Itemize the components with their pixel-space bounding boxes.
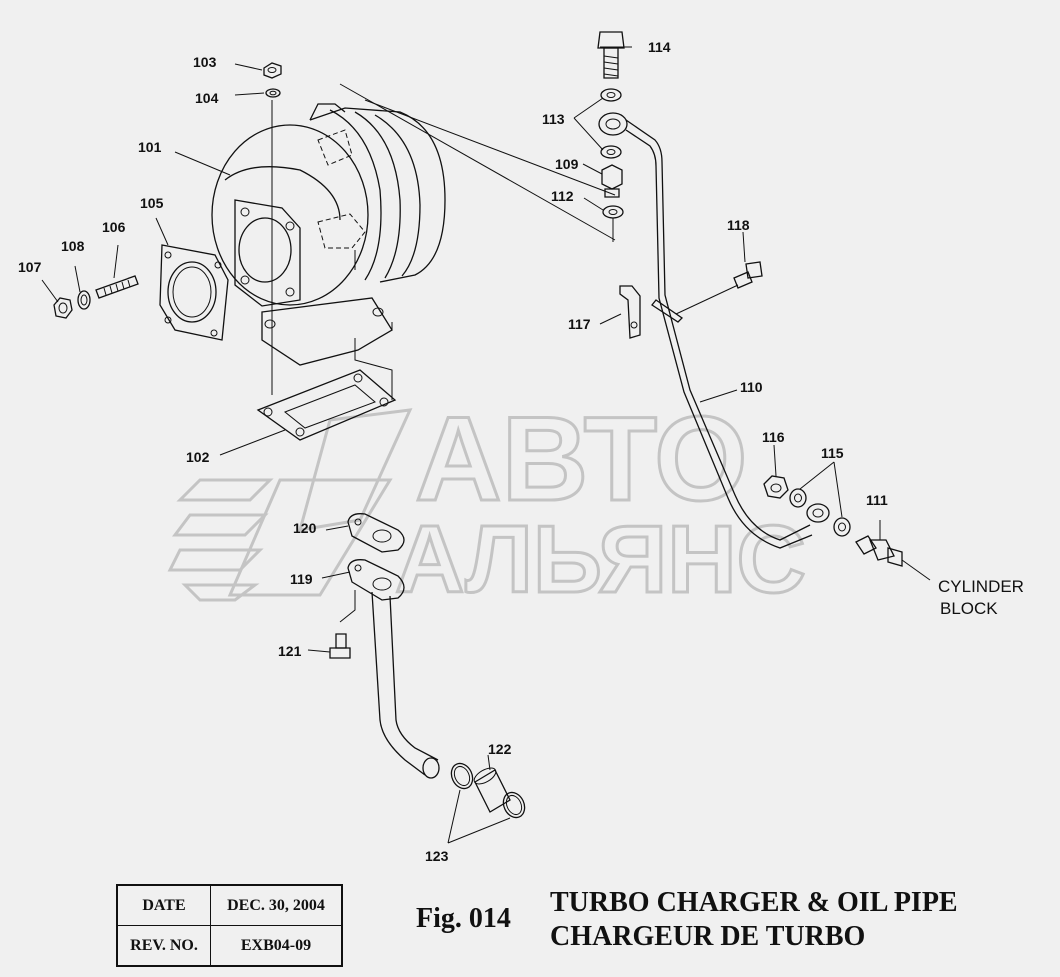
nut-103 (263, 62, 282, 79)
washer-115-a (789, 488, 807, 508)
leader-line-121 (339, 590, 356, 623)
date-label: DATE (116, 884, 211, 926)
hose-122 (473, 767, 511, 813)
assembly-line-102 (354, 338, 393, 400)
washer-112 (602, 205, 624, 219)
fitting-109 (601, 164, 623, 198)
assembly-line-oil-inlet (339, 83, 616, 241)
callout-104: 104 (195, 90, 219, 106)
callout-102: 102 (186, 449, 210, 465)
callout-122: 122 (488, 741, 512, 757)
figure-number: Fig. 014 (416, 903, 511, 934)
nut-116 (763, 475, 789, 499)
callout-113: 113 (542, 111, 565, 127)
nut-107 (53, 297, 73, 319)
callout-117: 117 (568, 316, 591, 332)
callout-116: 116 (762, 429, 785, 445)
callout-105: 105 (140, 195, 164, 211)
callout-112: 112 (551, 188, 574, 204)
title-english: TURBO CHARGER & OIL PIPE (550, 887, 958, 918)
callout-107: 107 (18, 259, 42, 275)
washer-108 (77, 290, 91, 310)
callout-120: 120 (293, 520, 317, 536)
callout-111: 111 (866, 492, 888, 508)
gasket-120 (347, 513, 405, 553)
callout-114: 114 (648, 39, 671, 55)
title-french: CHARGEUR DE TURBO (550, 921, 866, 952)
connector-111 (855, 520, 903, 567)
bolt-118 (733, 261, 763, 289)
callout-110: 110 (740, 379, 763, 395)
callout-123: 123 (425, 848, 449, 864)
leader-line-cylinder-block (901, 559, 931, 581)
banjo-bolt-114 (597, 31, 625, 79)
callout-119: 119 (290, 571, 313, 587)
callout-106: 106 (102, 219, 126, 235)
callout-108: 108 (61, 238, 85, 254)
rev-value: EXB04-09 (210, 925, 343, 967)
leader-lines (41, 46, 843, 844)
gasket-105 (159, 244, 229, 341)
callout-115: 115 (821, 445, 844, 461)
washer-115-b (833, 517, 851, 537)
turbocharger-housing (211, 103, 446, 366)
callout-101: 101 (138, 139, 162, 155)
oil-pipe-110 (598, 112, 830, 549)
note-cylinder-line1: CYLINDER (938, 577, 1024, 596)
figure-titles: TURBO CHARGER & OIL PIPE CHARGEUR DE TUR… (550, 886, 958, 954)
washer-113-bottom (600, 145, 622, 159)
clamp-123-b (502, 791, 526, 819)
bolt-121 (329, 633, 351, 659)
clamp-123-a (450, 762, 474, 790)
table-row: DATE DEC. 30, 2004 (116, 884, 343, 926)
rev-label: REV. NO. (116, 925, 211, 967)
note-cylinder-line2: BLOCK (940, 599, 998, 618)
gasket-102 (256, 369, 397, 441)
oil-drain-pipe (371, 591, 440, 779)
revision-info-table: DATE DEC. 30, 2004 REV. NO. EXB04-09 (116, 884, 343, 967)
watermark-line2: АЛЬЯНС (395, 506, 806, 613)
washer-113-top (600, 88, 622, 102)
callout-103: 103 (193, 54, 217, 70)
table-row: REV. NO. EXB04-09 (116, 925, 343, 967)
washer-104 (265, 88, 281, 98)
watermark: АВТО АЛЬЯНС (167, 391, 807, 615)
callout-118: 118 (727, 217, 750, 233)
bracket-117 (619, 285, 684, 339)
callout-109: 109 (555, 156, 579, 172)
assembly-line-oil-inlet-2 (364, 99, 616, 196)
leader-line-118 (675, 284, 739, 315)
date-value: DEC. 30, 2004 (210, 884, 343, 926)
stud-106 (95, 275, 139, 299)
callout-121: 121 (278, 643, 302, 659)
flange-119 (347, 559, 405, 601)
